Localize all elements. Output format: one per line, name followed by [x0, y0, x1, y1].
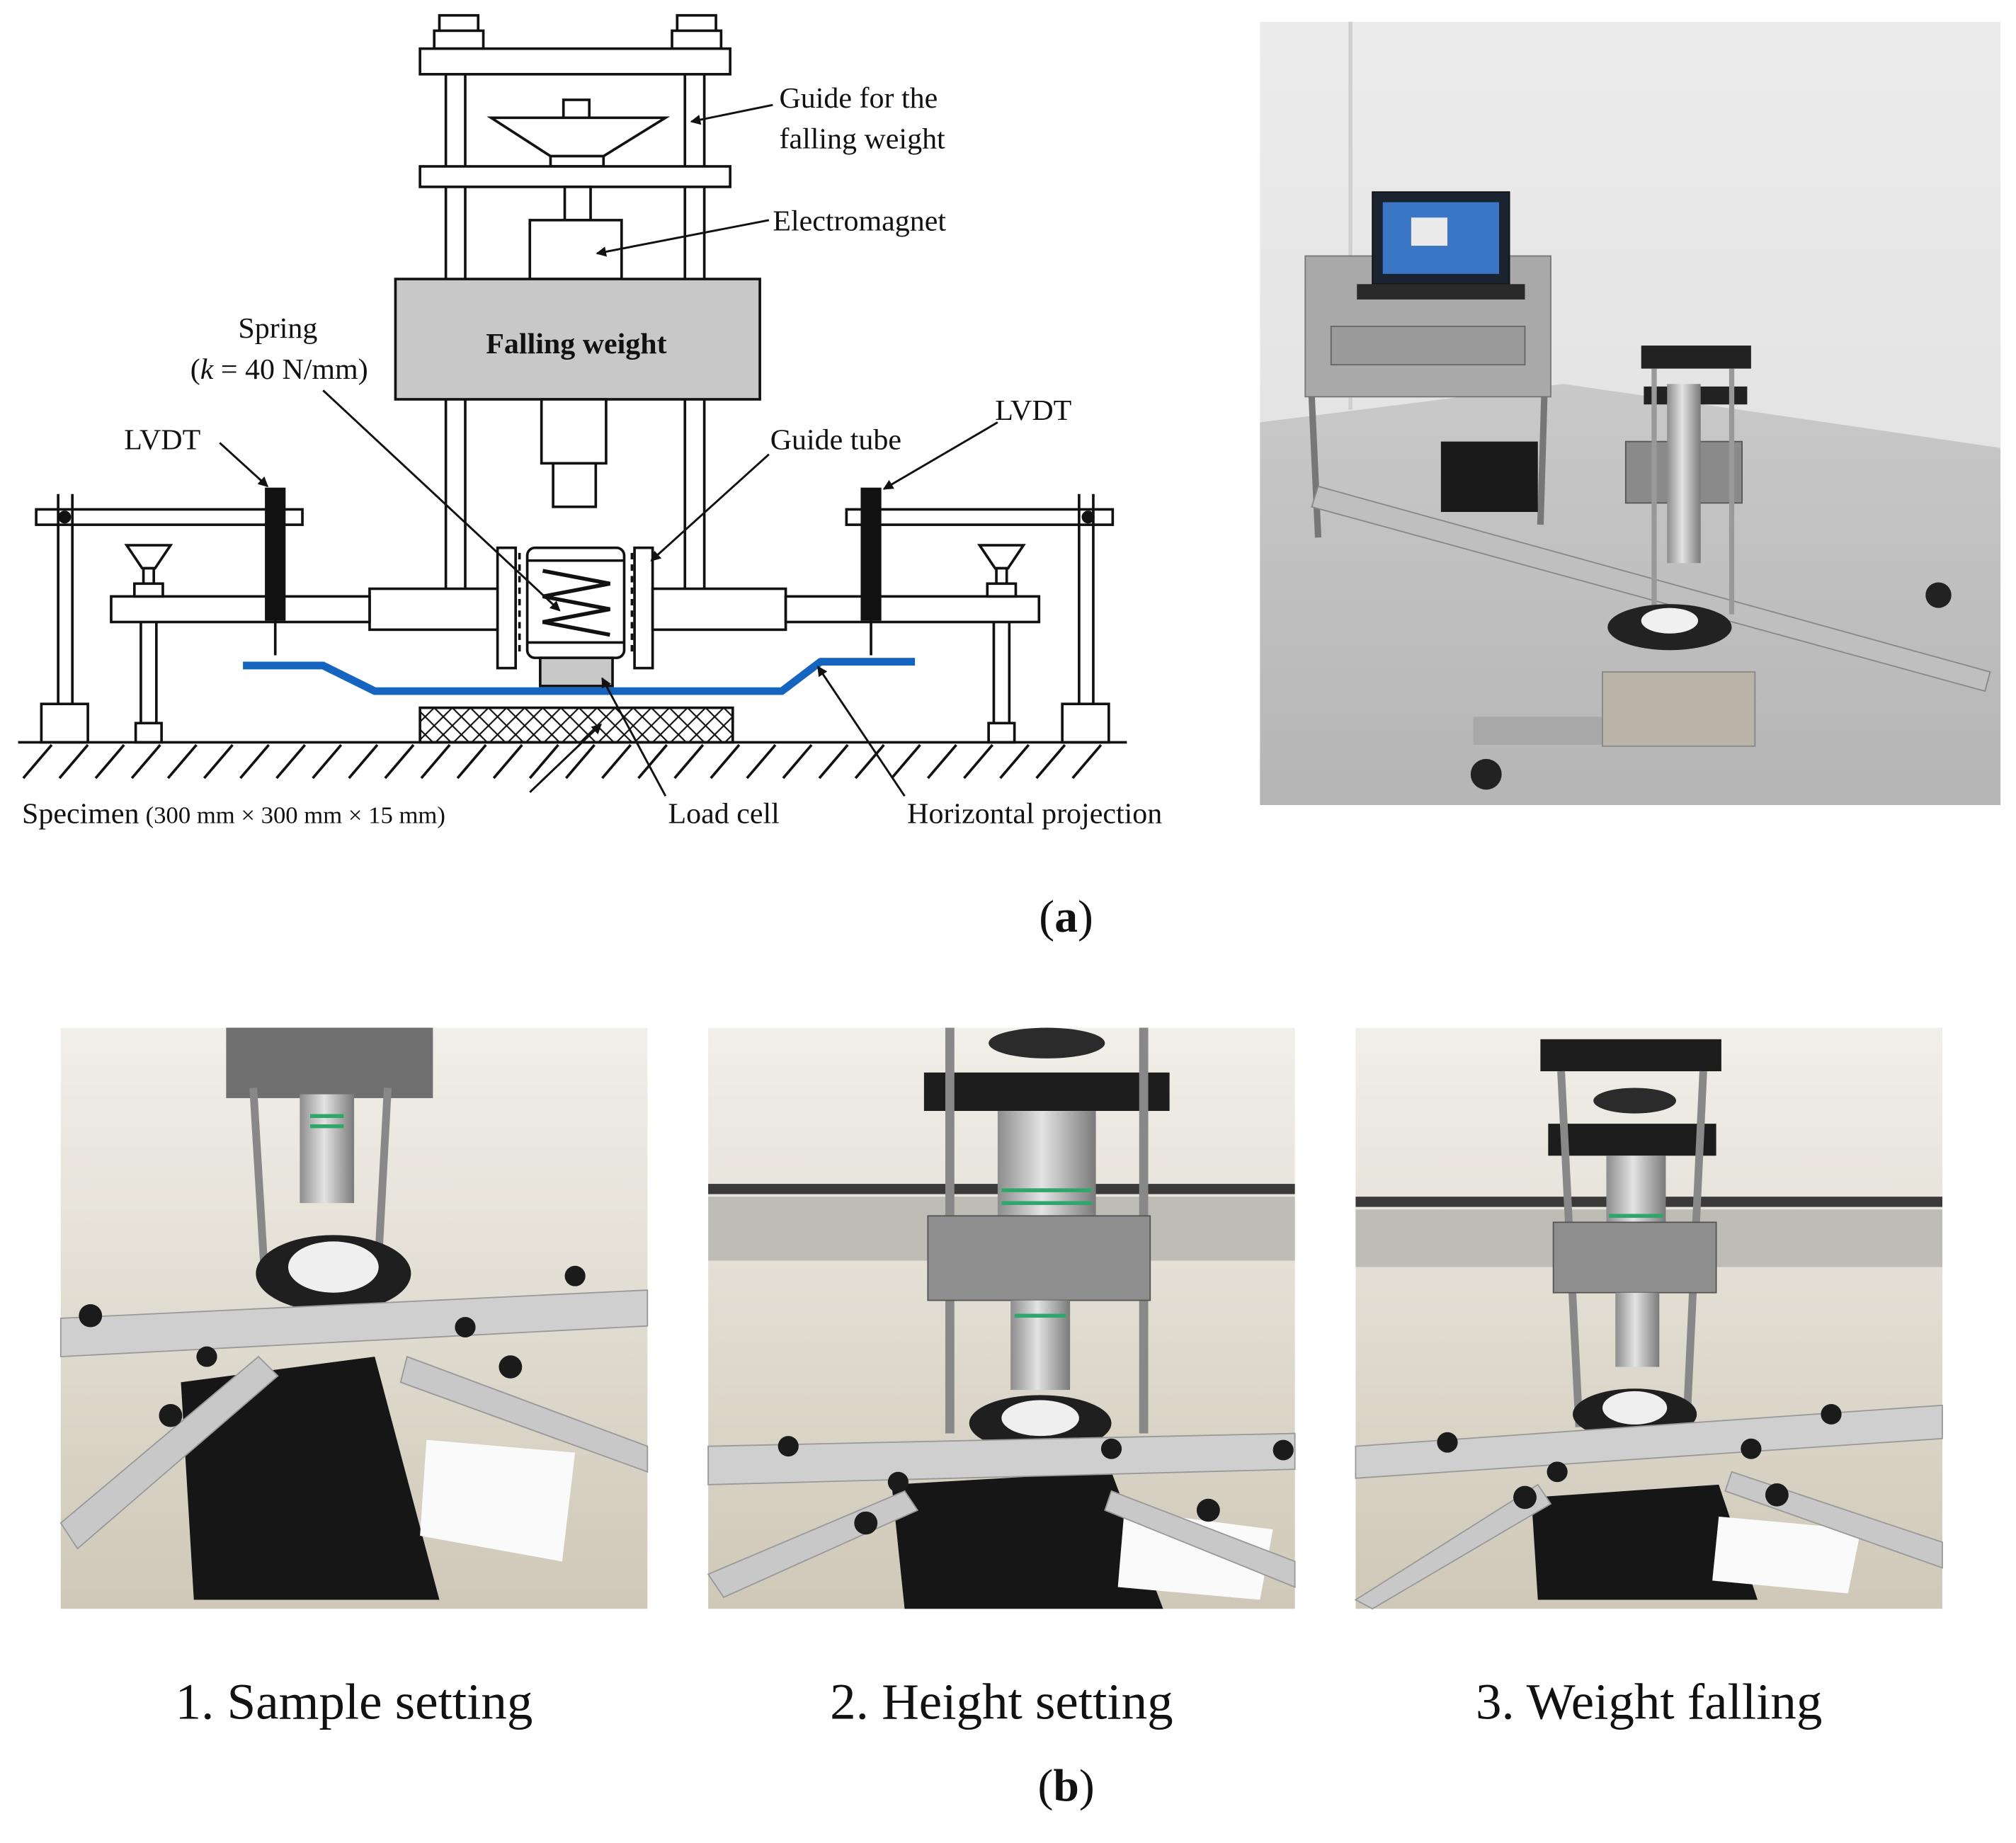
step-caption-2: 2. Height setting	[830, 1673, 1173, 1730]
hatch-line	[926, 743, 957, 780]
guide-tube-label: Guide tube	[770, 424, 901, 457]
falling-weight	[394, 278, 761, 401]
hatch-line	[673, 743, 705, 780]
left-arm-inner	[368, 587, 499, 632]
weight-stem-upper	[540, 398, 608, 465]
hatch-line	[782, 743, 813, 780]
hatch-line	[710, 743, 741, 780]
step-caption-1: 1. Sample setting	[176, 1673, 533, 1730]
right-stand	[845, 493, 1115, 744]
hatch-line	[963, 743, 993, 780]
specimen-label: Specimen(300 mm × 300 mm × 15 mm)	[22, 797, 445, 830]
hatch-line	[1035, 743, 1066, 780]
hatch-line	[528, 743, 559, 780]
hatch-line	[420, 743, 451, 780]
top-plate	[418, 47, 731, 76]
top-nuts	[433, 13, 723, 50]
hatch-line	[818, 743, 849, 780]
hatch-line	[130, 743, 161, 780]
panel-b-label: (b)	[1037, 1761, 1094, 1812]
hatch-line	[456, 743, 487, 780]
guide-label-1: Guide for the	[779, 82, 938, 115]
spring-constant-label: (k = 40 N/mm)	[190, 353, 368, 386]
hatch-line	[94, 743, 125, 780]
guide-label-2: falling weight	[779, 123, 945, 156]
lvdt-right-icon	[860, 487, 882, 656]
electromagnet-stem	[563, 186, 592, 222]
guide-rods	[444, 74, 706, 589]
hatch-line	[239, 743, 270, 780]
spring-icon	[542, 569, 610, 637]
ground-hatching	[22, 743, 1103, 780]
hatch-line	[1071, 743, 1103, 780]
guide-tube-right	[633, 546, 654, 670]
hatch-line	[890, 743, 921, 780]
photo-weight-falling	[1354, 1027, 1943, 1610]
specimen	[418, 706, 734, 744]
right-arm-outer	[784, 595, 1041, 624]
electromagnet-label: Electromagnet	[773, 205, 946, 238]
panel-a-label: (a)	[1039, 891, 1093, 942]
hatch-line	[348, 743, 379, 780]
hatch-line	[564, 743, 596, 780]
hatch-line	[384, 743, 415, 780]
lvdt-right-label: LVDT	[995, 394, 1071, 427]
hatch-line	[746, 743, 777, 780]
lvdt-left-icon	[265, 487, 286, 656]
hatch-line	[166, 743, 198, 780]
horizontal-projection-line	[243, 658, 916, 695]
load-cell-label: Load cell	[668, 797, 780, 830]
spring-label: Spring	[238, 312, 317, 345]
middle-plate	[418, 165, 731, 188]
photo-lab-overview	[1260, 21, 2001, 806]
hatch-line	[203, 743, 234, 780]
photo-sample-setting	[59, 1027, 649, 1609]
left-arm-outer	[110, 595, 371, 624]
photo-height-setting	[707, 1027, 1296, 1609]
lvdt-left-label: LVDT	[124, 424, 200, 457]
captions: (a) 1. Sample setting 2. Height setting …	[176, 891, 1823, 1811]
step-caption-3: 3. Weight falling	[1476, 1673, 1822, 1730]
funnel-icon	[486, 98, 671, 168]
load-cell	[539, 656, 614, 687]
hatch-line	[854, 743, 885, 780]
hatch-line	[999, 743, 1030, 780]
hatch-line	[275, 743, 307, 780]
hatch-line	[312, 743, 343, 780]
schematic-diagram	[18, 13, 1127, 797]
schematic-labels: Guide for the falling weight Electromagn…	[22, 82, 1162, 830]
hatch-line	[492, 743, 523, 780]
horizontal-projection-label: Horizontal projection	[907, 797, 1162, 830]
left-stand	[35, 493, 304, 744]
hatch-line	[637, 743, 668, 780]
right-arm-inner	[651, 587, 787, 632]
hatch-line	[601, 743, 632, 780]
hatch-line	[22, 743, 53, 780]
weight-stem-lower	[552, 462, 598, 508]
leader-arrows	[219, 103, 998, 797]
hatch-line	[58, 743, 89, 780]
electromagnet	[528, 219, 623, 280]
falling-weight-label: Falling weight	[486, 328, 666, 360]
